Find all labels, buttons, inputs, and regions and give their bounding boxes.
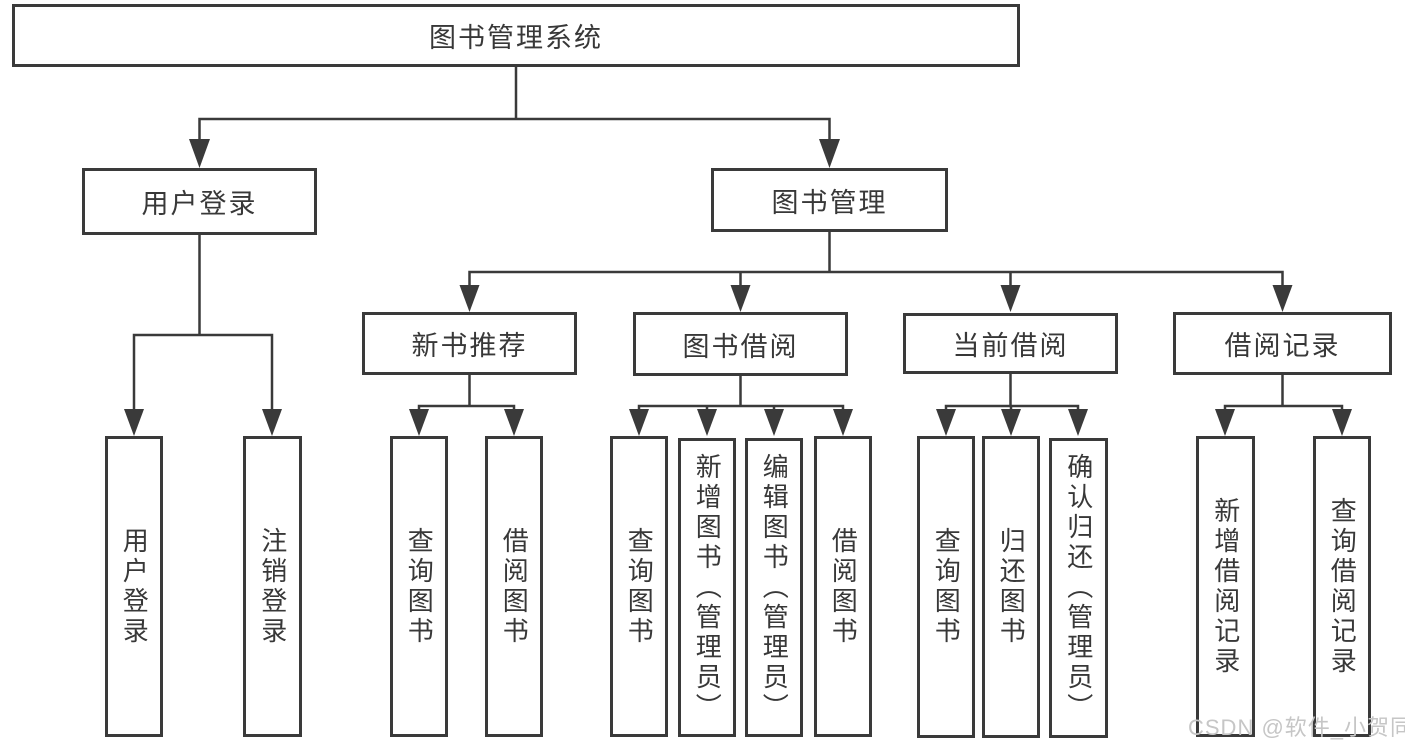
leaf-edit-book-admin-label: 编辑图书（管理员） <box>759 452 790 723</box>
node-user-login-label: 用户登录 <box>141 189 258 219</box>
leaf-logout-label: 注销登录 <box>257 526 288 647</box>
node-book-borrow: 图书借阅 <box>633 312 848 376</box>
node-new-book-recommend-label: 新书推荐 <box>411 331 528 361</box>
leaf-confirm-return-admin-label: 确认归还（管理员） <box>1063 453 1094 723</box>
node-book-borrow-label: 图书借阅 <box>682 331 799 362</box>
node-book-management: 图书管理 <box>711 168 948 232</box>
node-borrow-records-label: 借阅记录 <box>1224 331 1341 361</box>
leaf-edit-book-admin: 编辑图书（管理员） <box>745 438 803 737</box>
leaf-query-books-borrow: 查询图书 <box>610 436 668 737</box>
leaf-logout: 注销登录 <box>243 436 302 737</box>
leaf-query-books-recommend: 查询图书 <box>390 436 448 737</box>
leaf-add-book-admin: 新增图书（管理员） <box>678 438 736 737</box>
node-borrow-records: 借阅记录 <box>1173 312 1392 375</box>
root-node-label: 图书管理系统 <box>429 23 603 53</box>
node-book-management-label: 图书管理 <box>771 187 888 218</box>
leaf-add-borrow-record-label: 新增借阅记录 <box>1210 496 1241 677</box>
leaf-query-books-borrow-label: 查询图书 <box>624 526 655 647</box>
node-current-borrow-label: 当前借阅 <box>952 331 1069 361</box>
leaf-add-borrow-record: 新增借阅记录 <box>1196 436 1255 737</box>
leaf-query-books-recommend-label: 查询图书 <box>404 526 435 647</box>
leaf-borrow-books-borrow-label: 借阅图书 <box>828 526 859 647</box>
connector-bookmgmt-to-level3 <box>468 232 1284 288</box>
connector-new-book-group <box>417 375 516 414</box>
leaf-borrow-books-recommend: 借阅图书 <box>485 436 543 737</box>
leaf-add-book-admin-label: 新增图书（管理员） <box>692 452 723 723</box>
connector-current-borrow-group <box>944 374 1080 414</box>
leaf-query-books-current: 查询图书 <box>917 436 975 738</box>
leaf-confirm-return-admin: 确认归还（管理员） <box>1049 438 1108 738</box>
arrowheads-leaves <box>124 409 1352 436</box>
leaf-return-books: 归还图书 <box>982 436 1040 738</box>
node-current-borrow: 当前借阅 <box>903 313 1118 374</box>
arrowheads-level2 <box>189 139 840 168</box>
leaf-user-login: 用户登录 <box>105 436 163 737</box>
leaf-borrow-books-recommend-label: 借阅图书 <box>499 526 530 647</box>
connector-borrow-record-group <box>1223 375 1344 414</box>
leaf-query-borrow-record: 查询借阅记录 <box>1313 436 1371 737</box>
leaf-borrow-books-borrow: 借阅图书 <box>814 436 872 737</box>
node-user-login: 用户登录 <box>82 168 317 235</box>
node-new-book-recommend: 新书推荐 <box>362 312 577 375</box>
watermark: CSDN @软件_小贺同学 <box>1188 715 1405 740</box>
leaf-query-books-current-label: 查询图书 <box>931 527 962 647</box>
leaf-query-borrow-record-label: 查询借阅记录 <box>1327 496 1358 677</box>
root-node-book-management-system: 图书管理系统 <box>12 4 1020 67</box>
connector-user-login-group <box>132 235 274 412</box>
connector-book-borrow-group <box>637 376 845 414</box>
leaf-user-login-label: 用户登录 <box>119 526 150 647</box>
leaf-return-books-label: 归还图书 <box>996 527 1027 647</box>
arrowheads-level3 <box>459 285 1293 312</box>
connector-root-to-level2 <box>198 67 831 142</box>
